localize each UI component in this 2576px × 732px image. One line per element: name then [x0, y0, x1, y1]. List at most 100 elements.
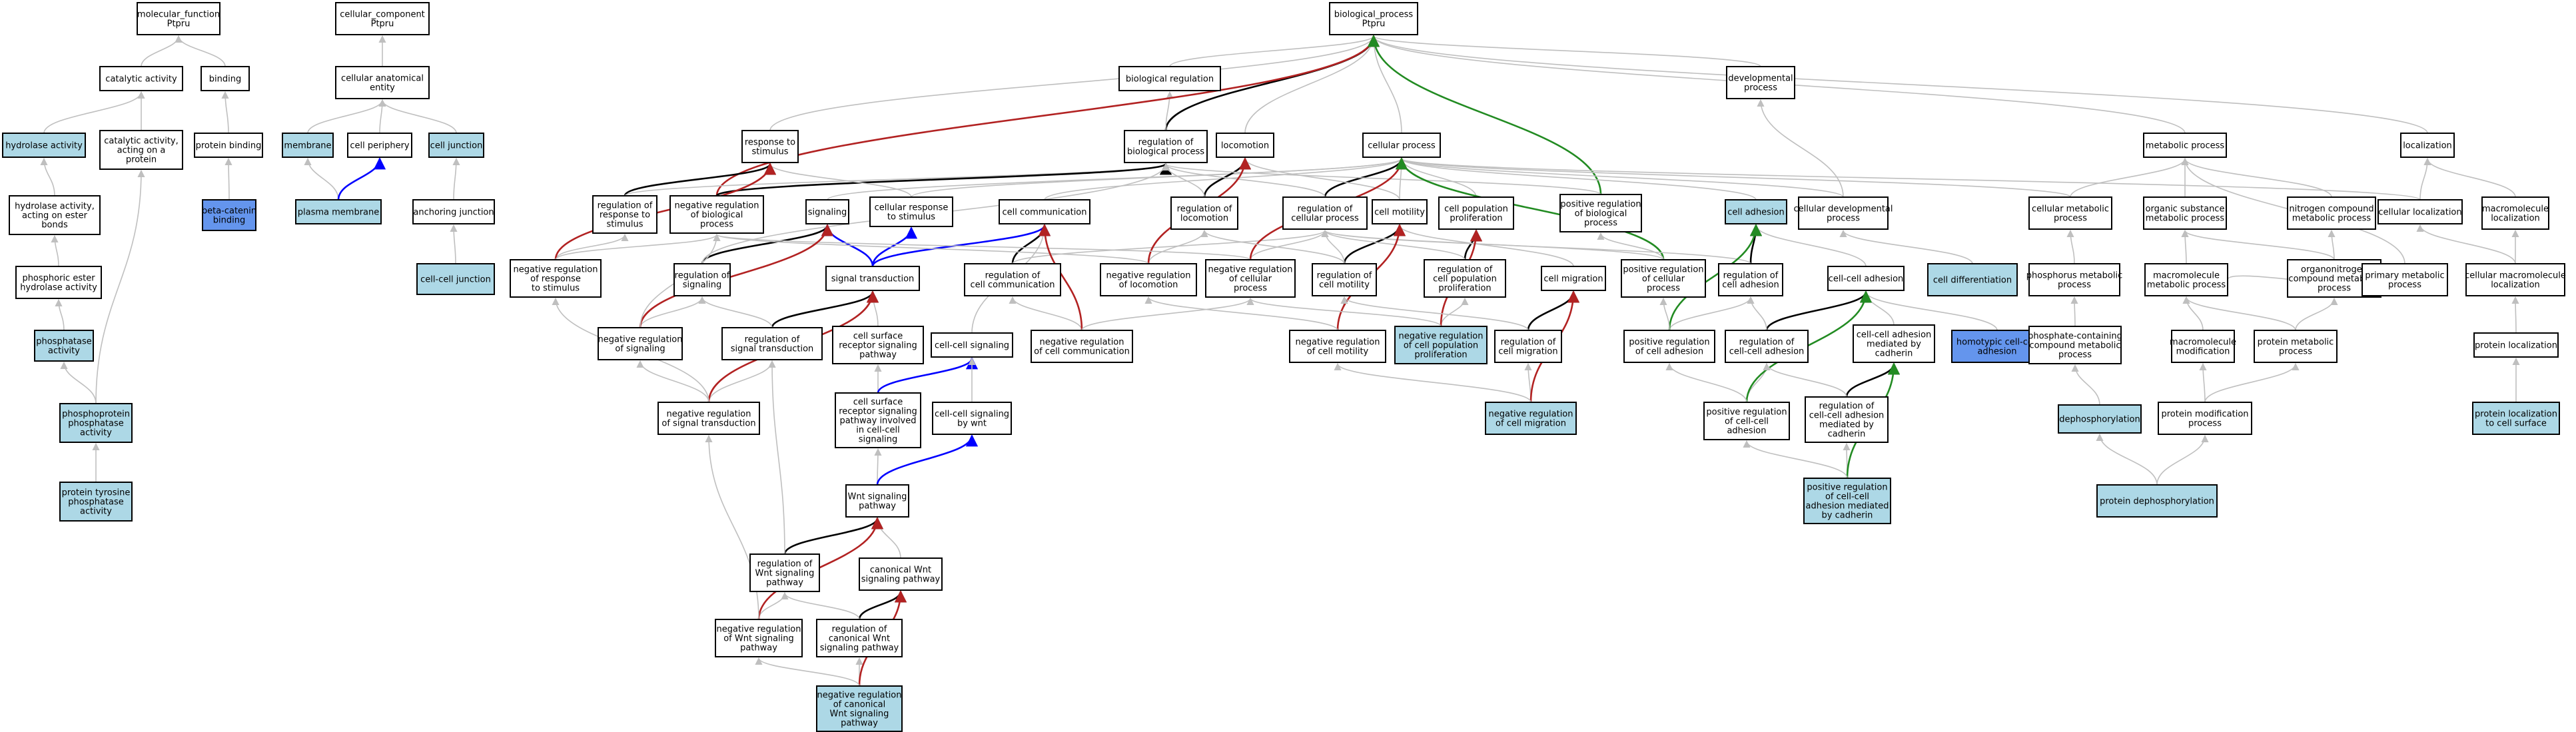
node-plasma-membrane[interactable]: plasma membrane	[295, 199, 382, 224]
node-binding[interactable]: binding	[201, 66, 250, 91]
node-cc-signaling[interactable]: cell-cell signaling	[931, 332, 1013, 358]
node-cell-comm[interactable]: cell communication	[999, 199, 1090, 224]
node-localization[interactable]: localization	[2400, 133, 2455, 158]
node-protein-local[interactable]: protein localization	[2473, 332, 2559, 358]
node-cc-adhesion[interactable]: cell-cell adhesion	[1827, 266, 1905, 291]
node-signal-trans[interactable]: signal transduction	[825, 266, 920, 291]
node-catalytic[interactable]: catalytic activity	[99, 66, 183, 91]
node-cellular-process[interactable]: cellular process	[1362, 133, 1441, 158]
node-cell-local[interactable]: cellular localization	[2377, 199, 2463, 224]
edge-macro_mod-to-macro_metabolic	[2182, 296, 2204, 331]
node-label: cell-cell adhesion	[1729, 347, 1805, 357]
node-anchoring[interactable]: anchoring junction	[412, 199, 495, 224]
node-signaling[interactable]: signaling	[805, 199, 849, 224]
node-metabolic[interactable]: metabolic process	[2143, 133, 2227, 158]
node-label: of biological	[691, 210, 743, 220]
node-motility[interactable]: cell motility	[1372, 199, 1428, 224]
node-periphery[interactable]: cell periphery	[347, 133, 412, 158]
node-dephosphorylation[interactable]: dephosphorylation	[2058, 404, 2142, 434]
node-membrane[interactable]: membrane	[282, 133, 334, 158]
node-protein-binding[interactable]: protein binding	[194, 133, 263, 158]
node-cc-junction[interactable]: cell-cell junction	[416, 263, 495, 295]
node-junction[interactable]: cell junction	[428, 133, 484, 158]
node-label: cellular developmental	[1794, 204, 1893, 214]
node-locomotion[interactable]: locomotion	[1216, 133, 1274, 158]
node-hydrolase[interactable]: hydrolase activity	[2, 133, 86, 158]
node-differentiation[interactable]: cell differentiation	[1927, 263, 2018, 296]
node-migration[interactable]: cell migration	[1541, 266, 1606, 291]
node-bio-reg[interactable]: biological regulation	[1118, 66, 1221, 91]
node-adhesion[interactable]: cell adhesion	[1725, 199, 1787, 224]
node-protein-dephos[interactable]: protein dephosphorylation	[2096, 484, 2218, 518]
